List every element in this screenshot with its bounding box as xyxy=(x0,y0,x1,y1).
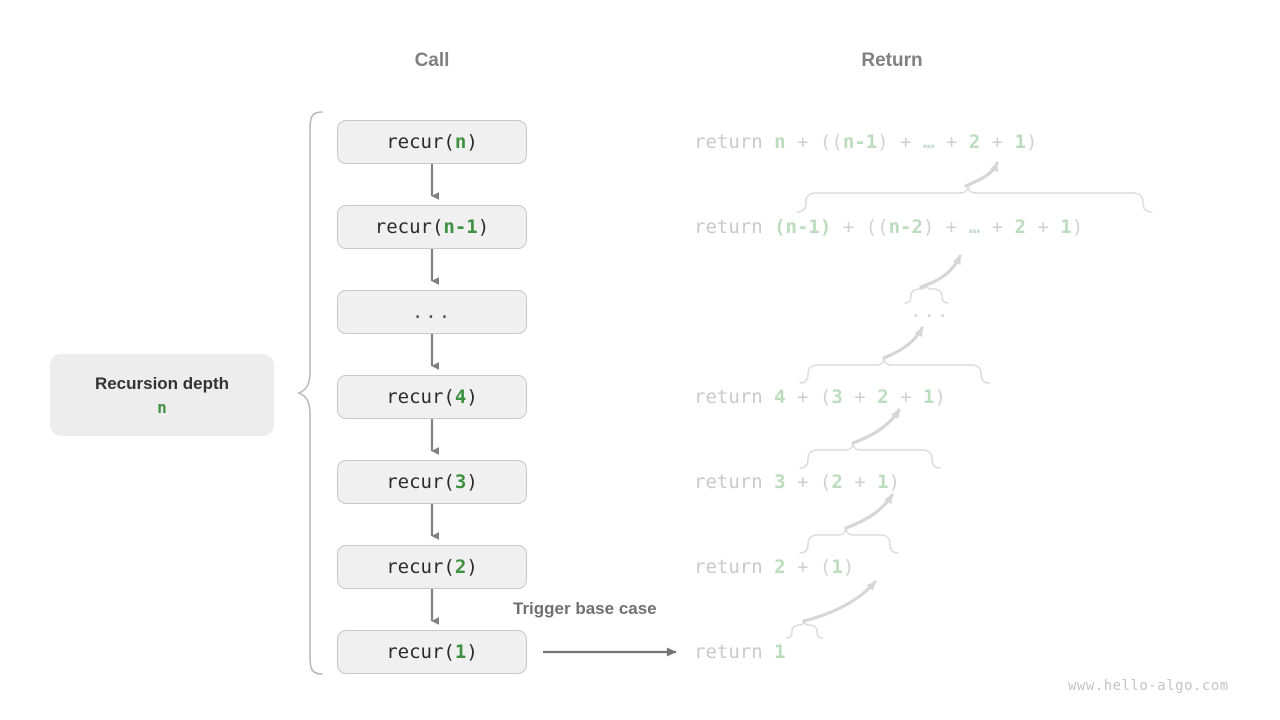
call-box-n-text: recur(n) xyxy=(386,131,478,153)
return-row-4: return 4 + (3 + 2 + 1) xyxy=(694,386,946,408)
call-box-1[interactable]: recur(1) xyxy=(337,630,527,674)
call-box-2-text: recur(2) xyxy=(386,556,478,578)
brace-3 xyxy=(799,441,941,469)
return-row-3: return 3 + (2 + 1) xyxy=(694,471,901,493)
return-arrows xyxy=(802,161,999,623)
brace-n-1 xyxy=(796,184,1153,213)
call-box-n-1-text: recur(n-1) xyxy=(374,216,490,238)
brace-dots xyxy=(904,282,949,304)
call-box-4-text: recur(4) xyxy=(386,386,478,408)
trigger-base-case-label: Trigger base case xyxy=(513,599,657,618)
call-box-n[interactable]: recur(n) xyxy=(337,120,527,164)
call-box-dots-text: ... xyxy=(411,301,453,323)
call-box-1-text: recur(1) xyxy=(386,641,478,663)
brace-1 xyxy=(786,619,823,639)
recursion-depth-title: Recursion depth xyxy=(94,373,230,393)
return-arrow-1 xyxy=(802,580,877,623)
recursion-depth-brace xyxy=(296,111,323,675)
return-row-1: return 1 xyxy=(694,641,786,663)
return-row-dots: ... xyxy=(910,300,951,322)
return-arrow-2 xyxy=(844,493,894,530)
brace-4 xyxy=(799,356,990,384)
return-row-n: return n + ((n-1) + … + 2 + 1) xyxy=(694,131,1038,153)
watermark: www.hello-algo.com xyxy=(1068,678,1229,694)
column-header-call: Call xyxy=(414,50,450,71)
return-row-n-1: return (n-1) + ((n-2) + … + 2 + 1) xyxy=(694,216,1084,238)
return-arrow-4 xyxy=(882,326,924,360)
return-row-2: return 2 + (1) xyxy=(694,556,855,578)
return-arrow-top xyxy=(964,161,999,188)
call-box-4[interactable]: recur(4) xyxy=(337,375,527,419)
recursion-depth-value: n xyxy=(157,397,167,417)
call-box-3[interactable]: recur(3) xyxy=(337,460,527,504)
column-header-return: Return xyxy=(861,50,923,71)
call-box-3-text: recur(3) xyxy=(386,471,478,493)
return-arrow-dots xyxy=(919,254,962,289)
call-box-n-1[interactable]: recur(n-1) xyxy=(337,205,527,249)
return-arrow-3 xyxy=(851,408,901,445)
recursion-depth-label: Recursion depth n xyxy=(50,354,274,436)
call-box-dots[interactable]: ... xyxy=(337,290,527,334)
call-box-2[interactable]: recur(2) xyxy=(337,545,527,589)
brace-2 xyxy=(799,526,899,554)
